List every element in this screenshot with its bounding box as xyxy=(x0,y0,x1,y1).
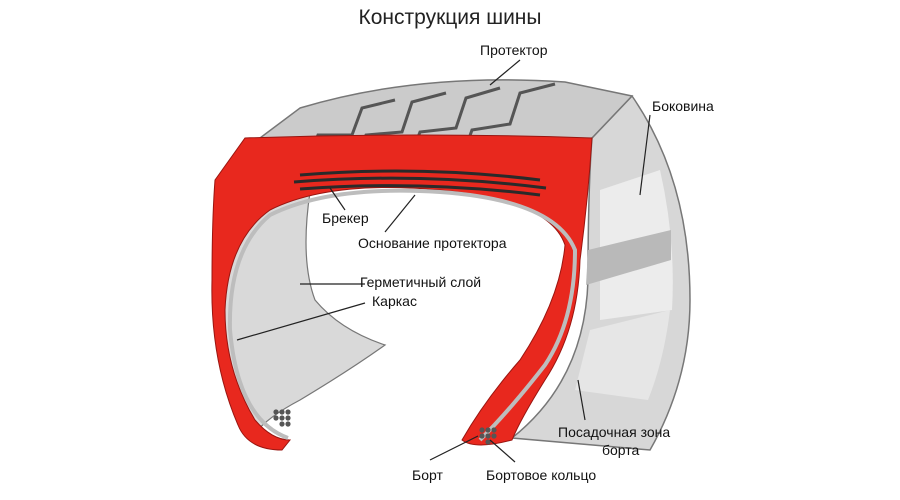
label-tread: Протектор xyxy=(480,42,548,58)
label-bead-seat-line2: борта xyxy=(602,442,640,458)
leader-bead xyxy=(429,435,479,461)
leader-carcass xyxy=(236,302,366,341)
rubber-cross-section xyxy=(211,134,593,451)
sidewall-band-dark xyxy=(586,230,671,285)
label-inner-liner: Герметичный слой xyxy=(360,274,482,290)
leader-tread-base xyxy=(384,194,416,233)
label-bead: Борт xyxy=(412,467,443,483)
leader-tread xyxy=(489,59,521,86)
bead-ring-left xyxy=(273,409,291,427)
carcass-line xyxy=(227,188,578,442)
sidewall-band-light-2 xyxy=(575,310,670,400)
diagram-title: Конструкция шины xyxy=(358,6,542,29)
breaker-belts xyxy=(293,169,547,197)
label-bead-seat-line1: Посадочная зона xyxy=(558,424,671,440)
leader-breaker xyxy=(329,187,346,211)
label-sidewall: Боковина xyxy=(652,98,714,114)
leader-sidewall xyxy=(639,114,651,196)
leader-bead-ring xyxy=(489,439,516,463)
label-carcass: Каркас xyxy=(372,293,417,309)
label-breaker: Брекер xyxy=(322,210,369,226)
label-tread-base: Основание протектора xyxy=(358,235,507,251)
label-bead-ring: Бортовое кольцо xyxy=(486,467,597,483)
leader-bead-seat xyxy=(577,379,586,421)
bead-ring-right xyxy=(479,427,497,445)
